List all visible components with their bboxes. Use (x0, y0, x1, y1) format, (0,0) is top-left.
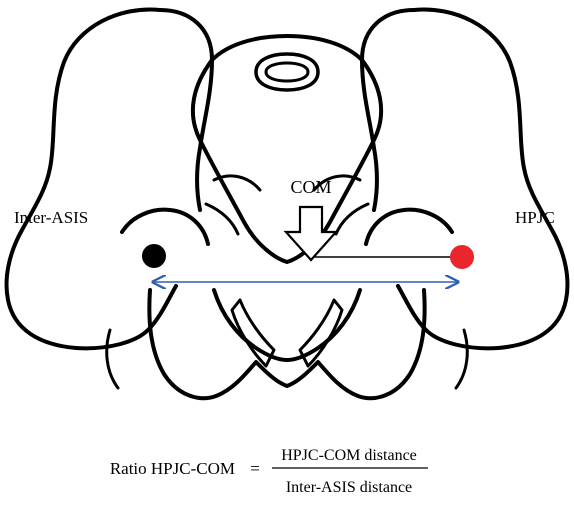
formula-equals: = (250, 459, 260, 478)
com-arrow-icon (286, 207, 336, 260)
hpjc-marker (450, 245, 474, 269)
formula-numerator: HPJC-COM distance (281, 447, 417, 464)
hpjc-label: HPJC (515, 208, 555, 227)
formula-lhs: Ratio HPJC-COM (110, 459, 235, 478)
pelvic-brim (149, 290, 424, 398)
pelvis-outline (7, 9, 568, 398)
formula-denominator: Inter-ASIS distance (286, 479, 412, 496)
inter-asis-label: Inter-ASIS (14, 208, 88, 227)
ratio-formula: Ratio HPJC-COM = HPJC-COM distance Inter… (110, 447, 428, 496)
com-label: COM (290, 177, 331, 197)
inter-asis-marker (142, 244, 166, 268)
sacrum (193, 36, 381, 262)
